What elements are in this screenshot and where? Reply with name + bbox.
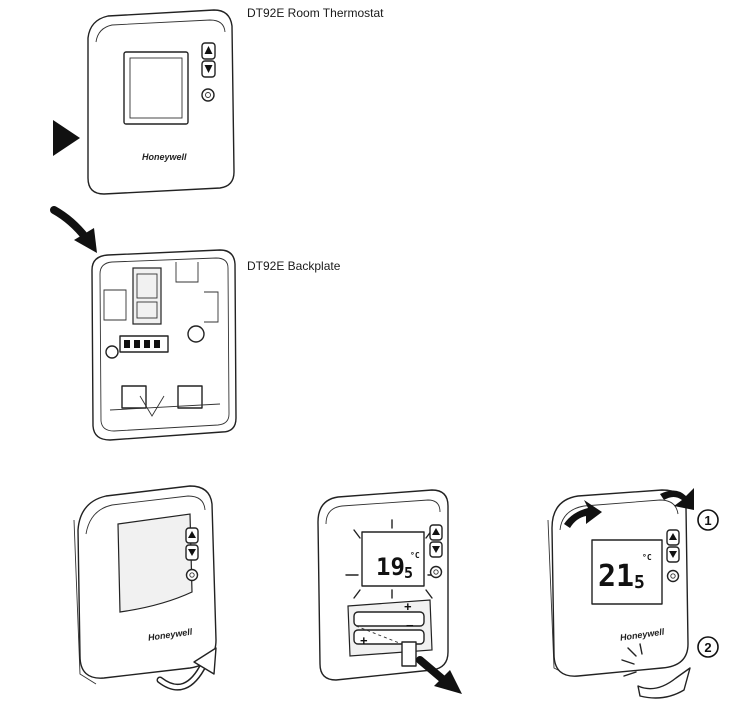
battery-pull-tab	[401, 641, 417, 667]
backplate-title: DT92E Backplate	[247, 259, 341, 273]
up-button-icon	[429, 524, 443, 541]
step-two-marker: 2	[697, 636, 719, 658]
final-step-unit: °C	[642, 553, 652, 562]
click-burst-icon	[621, 643, 691, 699]
step-two-number: 2	[704, 640, 711, 655]
battery-step-unit: °C	[410, 551, 420, 560]
thermostat-final-step: 21 5 °C Honeywell	[547, 489, 689, 677]
mode-button-icon	[429, 565, 443, 579]
thermostat-display	[117, 513, 193, 613]
thermostat-brand: Honeywell	[142, 152, 187, 162]
wiring-terminals	[119, 335, 169, 353]
battery-step-temperature: 19	[376, 553, 405, 581]
battery	[353, 629, 425, 645]
battery	[353, 611, 425, 627]
arrow-right-icon	[53, 120, 80, 156]
down-button-icon	[201, 60, 216, 78]
battery-plus: +	[360, 633, 368, 648]
terminal-block	[132, 267, 162, 325]
battery-plus: +	[404, 599, 412, 614]
backplate	[91, 249, 237, 441]
battery-compartment: + − +	[347, 599, 433, 667]
pull-tab-arrow-icon	[416, 656, 462, 694]
mode-button-icon	[185, 568, 199, 582]
mounting-hole	[187, 325, 205, 343]
down-button-icon	[666, 546, 680, 563]
up-button-icon	[185, 527, 199, 544]
thermostat-hinged: Honeywell	[73, 485, 217, 685]
rotate-arrow-icon	[564, 488, 694, 528]
battery-step-decimal: 5	[404, 564, 413, 582]
thermostat-display	[123, 51, 189, 125]
thermostat-title: DT92E Room Thermostat	[247, 6, 384, 20]
mounting-hole	[105, 345, 119, 359]
rotate-arrow-icon	[156, 647, 217, 691]
up-button-icon	[666, 529, 680, 546]
mode-button-icon	[201, 88, 215, 102]
final-step-decimal: 5	[634, 572, 645, 593]
thermostat-battery-step: 19 5 °C + −	[317, 489, 449, 681]
thermostat-front: Honeywell	[87, 9, 235, 195]
final-step-temperature: 21	[598, 559, 634, 594]
up-button-icon	[201, 42, 216, 60]
curved-arrow-down-icon	[50, 206, 97, 253]
thermostat-display	[591, 539, 663, 605]
down-button-icon	[429, 541, 443, 558]
mode-button-icon	[666, 569, 680, 583]
down-button-icon	[185, 544, 199, 561]
thermostat-display	[361, 531, 425, 587]
step-one-number: 1	[704, 513, 711, 528]
step-one-marker: 1	[697, 509, 719, 531]
battery-minus: −	[406, 618, 414, 633]
